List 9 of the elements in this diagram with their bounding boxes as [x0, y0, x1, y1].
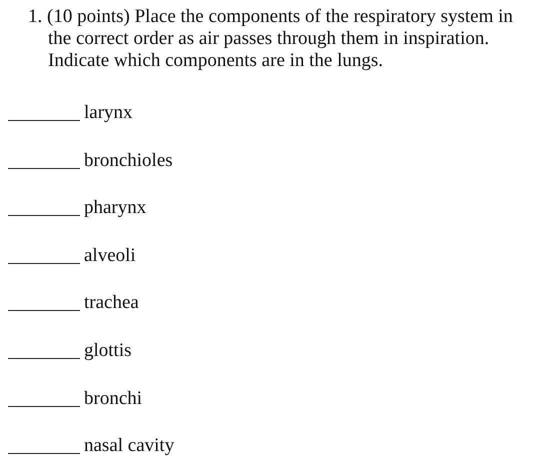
component-name: bronchi — [84, 388, 142, 410]
component-name: larynx — [84, 102, 133, 124]
component-name: pharynx — [84, 197, 146, 220]
component-name: nasal cavity — [84, 435, 174, 458]
component-name: trachea — [84, 292, 139, 314]
component-name: glottis — [84, 340, 132, 362]
component-name: alveoli — [84, 244, 136, 267]
question-text: 1. (10 points) Place the components of the respiratory system in the correct order as air passes through them in inspiration. Indicate which components are in the lungs. — [28, 6, 514, 72]
component-name: bronchioles — [84, 150, 173, 172]
